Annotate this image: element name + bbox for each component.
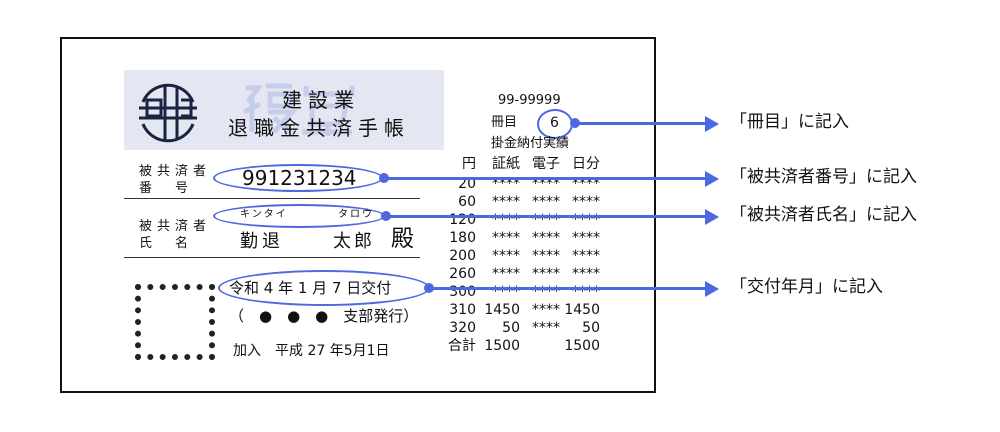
title-line-2: 退職金共済手帳 [228,116,410,140]
table-cell: 1500 [484,338,520,354]
header-days: 日分 [572,156,600,172]
table-cell: **** [532,302,560,318]
payment-table: 円 証紙 電子 日分 20************60************1… [440,155,600,365]
table-cell: **** [532,230,560,246]
kana-surname: キンタイ [240,209,288,220]
note-member-name: 「被共済者氏名」に記入 [730,205,917,225]
table-cell: 260 [449,266,476,282]
issue-date: 令和 4 年 1 月 7 日交付 [229,279,392,297]
join-date: 加入 平成 27 年5月1日 [233,343,390,359]
table-cell: 320 [449,320,476,336]
table-cell: **** [572,284,600,300]
arrow-icon [705,209,719,225]
table-cell: **** [572,248,600,264]
table-cell: **** [492,176,520,192]
table-cell: 20 [458,176,476,192]
volume-label: 冊目 [491,115,518,130]
title-line-1: 建設業 [282,88,360,112]
watermark-icon [242,83,355,136]
table-cell: 1450 [564,302,600,318]
table-cell: 120 [449,212,476,228]
connector-line [386,215,707,218]
table-cell: **** [572,266,600,282]
arrow-icon [705,171,719,187]
connector-line [429,287,707,290]
note-issue-date: 「交付年月」に記入 [730,277,883,297]
table-row: 120 **** **** **** [440,211,600,229]
kana-given-name: タロウ [338,209,374,220]
given-name: 太郎 [333,231,375,252]
logo-icon [139,83,197,143]
member-name-label-1: 被共済者 [139,219,212,234]
table-cell: 1450 [484,302,520,318]
table-row: 320 50 **** 50 [440,319,600,337]
header-electronic: 電子 [532,156,560,172]
table-cell: **** [572,176,600,192]
table-cell: **** [572,194,600,210]
table-cell: **** [532,266,560,282]
volume: 6 [550,115,559,131]
divider [124,257,420,258]
table-cell: 300 [449,284,476,300]
table-cell: **** [572,212,600,228]
table-cell: **** [492,194,520,210]
note-volume: 「冊目」に記入 [730,112,849,132]
table-header: 円 証紙 電子 日分 [440,155,600,173]
table-cell: **** [532,320,560,336]
table-cell: 180 [449,230,476,246]
table-cell: 合計 [448,338,476,354]
table-row: 260 **** **** **** [440,265,600,283]
table-cell: **** [532,194,560,210]
table-row: 180 **** **** **** [440,229,600,247]
qr-code [135,284,215,360]
member-number-label-1: 被共済者 [139,164,212,179]
table-cell: **** [532,212,560,228]
header-stamp: 証紙 [492,156,520,172]
table-cell: 60 [458,194,476,210]
note-member-number: 「被共済者番号」に記入 [730,167,917,187]
book-id: 99-99999 [498,93,561,108]
table-cell: 50 [582,320,600,336]
record-title: 掛金納付実績 [491,136,570,151]
table-row: 20 **** **** **** [440,175,600,193]
connector-line [384,177,707,180]
connector-line [575,122,707,125]
table-cell: **** [492,248,520,264]
member-number: 991231234 [242,166,357,190]
table-cell: **** [492,212,520,228]
table-cell: 50 [502,320,520,336]
table-cell: **** [492,230,520,246]
table-cell: **** [492,266,520,282]
member-name-label-2: 氏 名 [139,236,194,251]
issuing-branch: （ ● ● ● 支部発行） [229,307,419,325]
divider [124,198,420,199]
table-cell: 200 [449,248,476,264]
member-number-label-2: 番 号 [139,181,194,196]
table-cell: 1500 [564,338,600,354]
table-cell: **** [492,284,520,300]
table-row: 300 **** **** **** [440,283,600,301]
honorific: 殿 [391,226,414,252]
table-cell: **** [572,230,600,246]
surname: 勤退 [240,231,284,252]
table-cell: 310 [449,302,476,318]
arrow-icon [705,116,719,132]
table-row: 200 **** **** **** [440,247,600,265]
table-cell: **** [532,248,560,264]
table-cell: **** [532,176,560,192]
table-cell: **** [532,284,560,300]
arrow-icon [705,281,719,297]
table-row: 合計 1500 1500 [440,337,600,355]
table-row: 60 **** **** **** [440,193,600,211]
header-yen: 円 [462,156,476,172]
